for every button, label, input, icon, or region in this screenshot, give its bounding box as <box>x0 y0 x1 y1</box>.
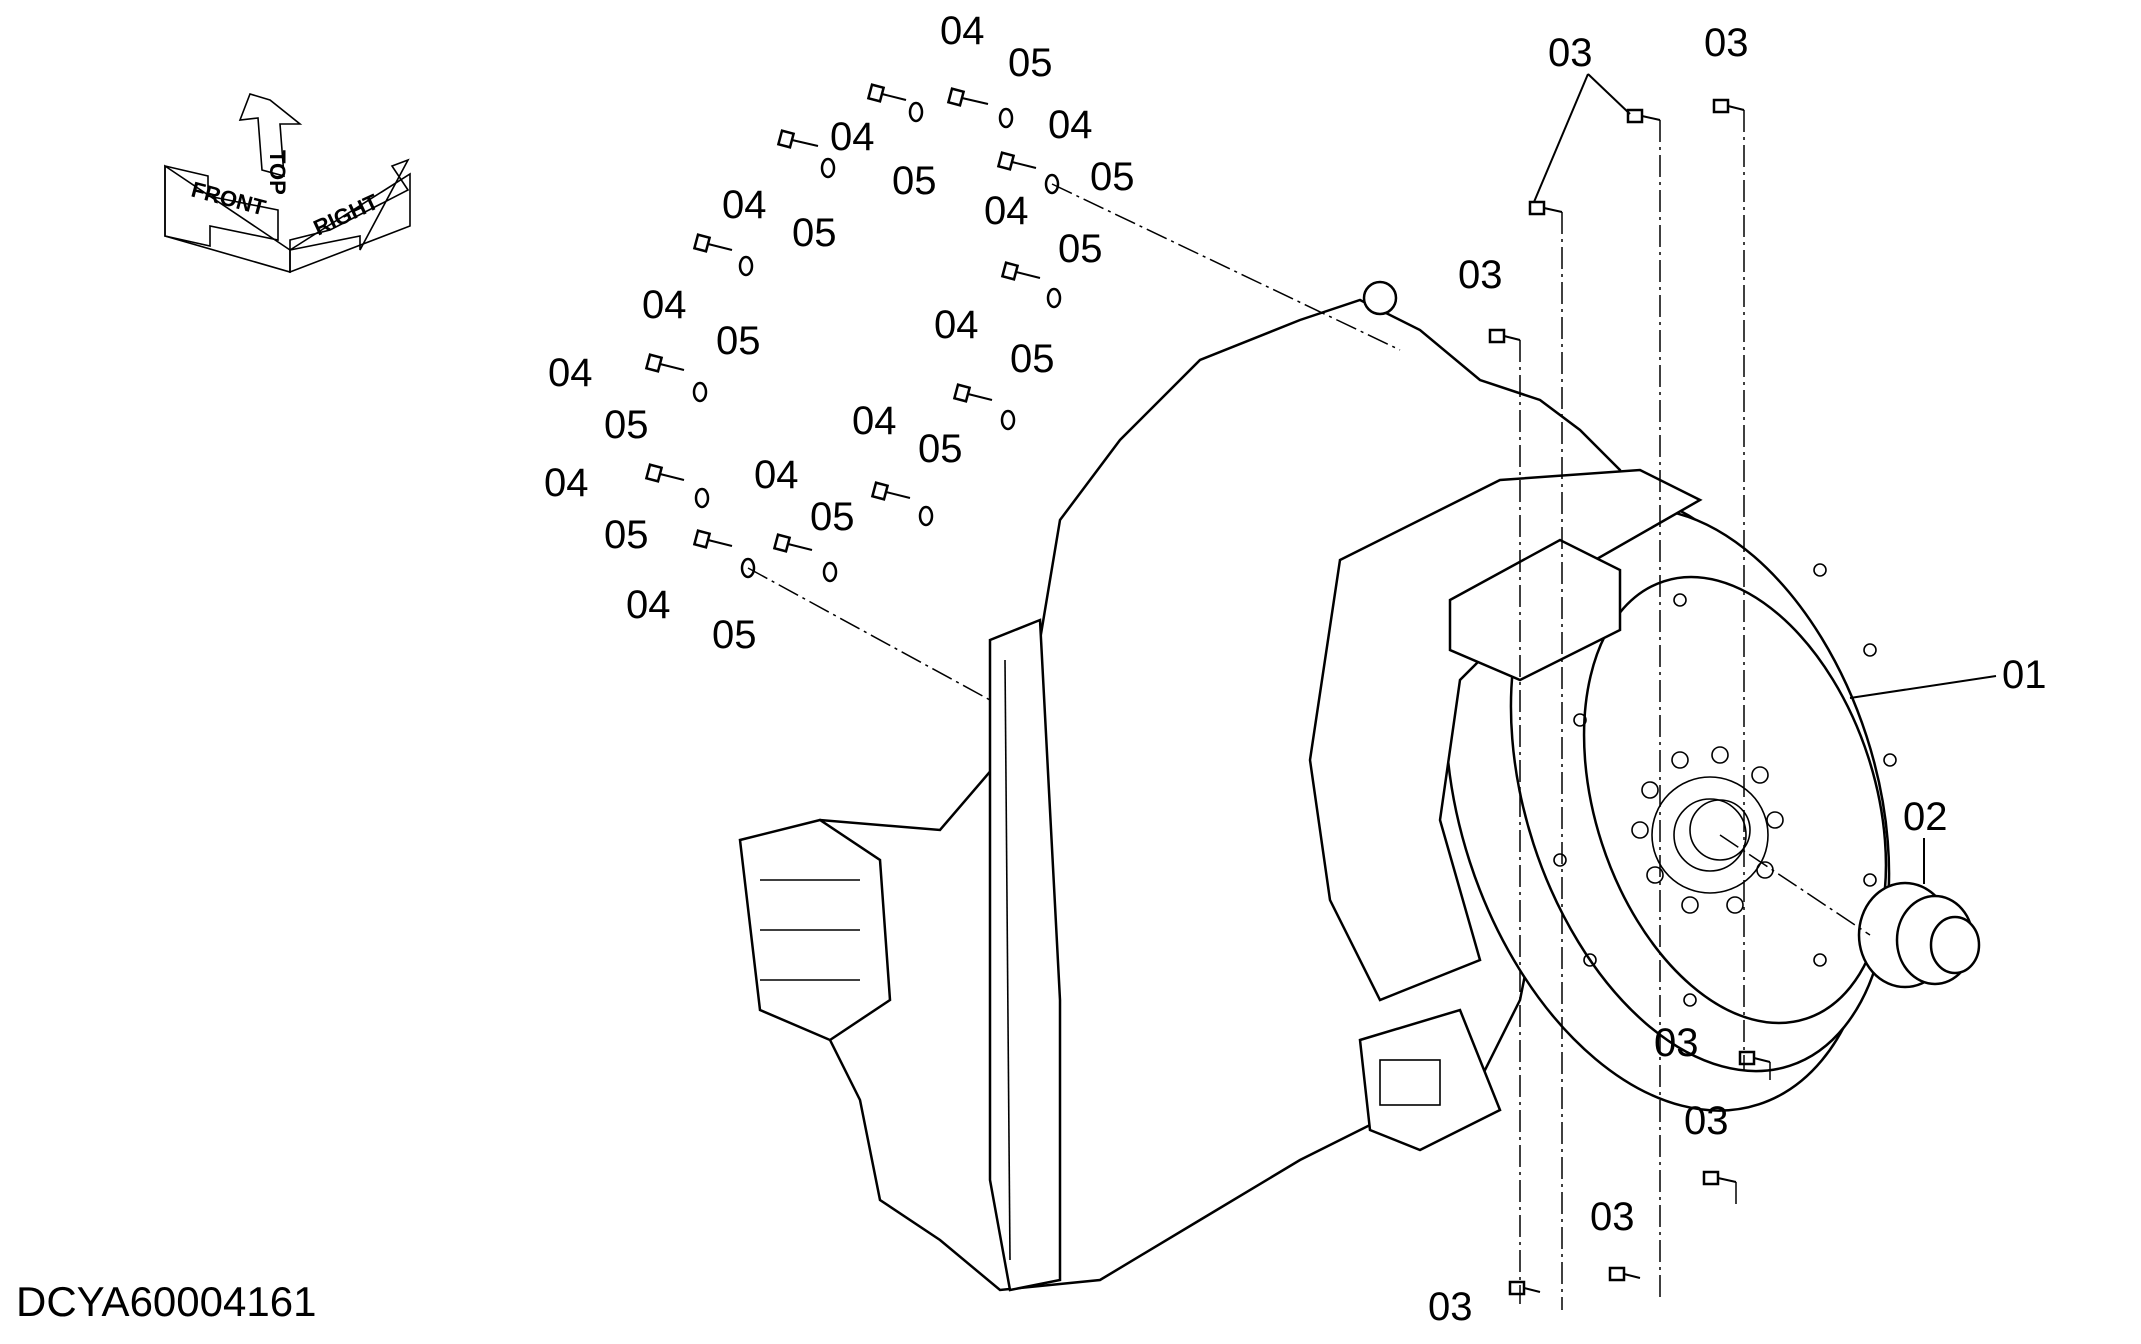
orientation-front-label: FRONT <box>189 177 269 221</box>
callout-02: 02 <box>1903 795 1948 839</box>
callout-05: 05 <box>716 319 761 363</box>
bolt-set-03 <box>1488 98 1771 1296</box>
callout-01: 01 <box>2002 653 2047 697</box>
drawing-code: DCYA60004161 <box>16 1278 317 1325</box>
callout-05: 05 <box>1008 41 1053 85</box>
bolt-set-04-05 <box>644 83 1062 583</box>
callout-labels: 01 02 03 03 03 03 03 03 03 04 04 04 04 0… <box>544 9 2047 1329</box>
part-02-plug <box>1857 881 1981 989</box>
callout-04: 04 <box>642 283 687 327</box>
callout-04: 04 <box>548 351 593 395</box>
callout-03: 03 <box>1684 1099 1729 1143</box>
callout-03: 03 <box>1704 21 1749 65</box>
orientation-top-label: TOP <box>265 150 290 195</box>
callout-04: 04 <box>626 583 671 627</box>
callout-04: 04 <box>722 183 767 227</box>
leader-lines <box>1533 73 1997 884</box>
callout-04: 04 <box>940 9 985 53</box>
callout-05: 05 <box>1090 155 1135 199</box>
callout-04: 04 <box>852 399 897 443</box>
callout-04: 04 <box>830 115 875 159</box>
callout-03: 03 <box>1458 253 1503 297</box>
callout-03: 03 <box>1654 1021 1699 1065</box>
callout-03: 03 <box>1428 1285 1473 1329</box>
callout-04: 04 <box>754 453 799 497</box>
callout-05: 05 <box>810 495 855 539</box>
callout-04: 04 <box>934 303 979 347</box>
callout-05: 05 <box>792 211 837 255</box>
orientation-right-label: RIGHT <box>310 189 383 241</box>
callout-04: 04 <box>544 461 589 505</box>
callout-05: 05 <box>1010 337 1055 381</box>
rim-holes <box>1553 563 1897 1007</box>
callout-03: 03 <box>1590 1195 1635 1239</box>
callout-05: 05 <box>712 613 757 657</box>
callout-05: 05 <box>918 427 963 471</box>
callout-04: 04 <box>984 189 1029 233</box>
callout-05: 05 <box>604 513 649 557</box>
callout-04: 04 <box>1048 103 1093 147</box>
hub-bolt-circle <box>1631 746 1784 914</box>
callout-05: 05 <box>604 403 649 447</box>
callout-05: 05 <box>1058 227 1103 271</box>
orientation-marker-icon: FRONT TOP RIGHT <box>164 93 411 274</box>
callout-05: 05 <box>892 159 937 203</box>
assembly-centerlines <box>747 110 1871 1310</box>
callout-03: 03 <box>1548 31 1593 75</box>
